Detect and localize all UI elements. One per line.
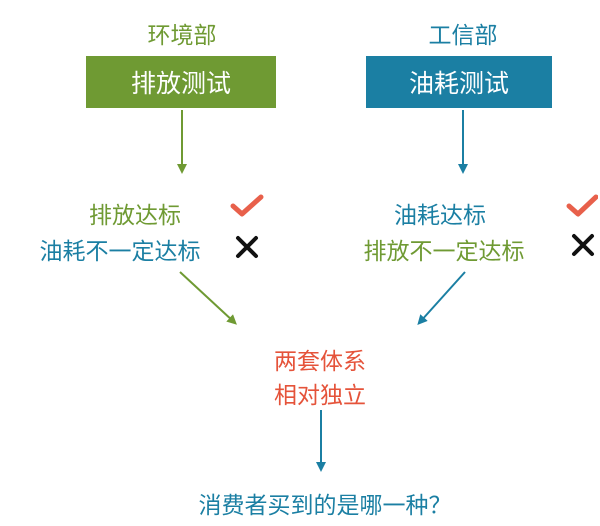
- fuel-test-box: 油耗测试: [366, 56, 552, 108]
- left-result-line2: 油耗不一定达标: [39, 239, 201, 265]
- cross-icon: [572, 234, 594, 256]
- check-icon: [230, 194, 264, 217]
- ministry-env-label: 环境部: [147, 23, 217, 49]
- fuel-test-label: 油耗测试: [408, 69, 509, 98]
- arrow-right-to-center: [417, 271, 466, 325]
- ministry-miit-label: 工信部: [428, 23, 498, 49]
- emission-test-box: 排放测试: [86, 56, 276, 108]
- emission-test-label: 排放测试: [130, 69, 231, 98]
- right-result-line1: 油耗达标: [394, 203, 486, 229]
- right-result-line2: 排放不一定达标: [363, 239, 525, 265]
- center-line1: 两套体系: [274, 349, 366, 375]
- check-icon: [566, 194, 598, 217]
- left-result-line1: 排放达标: [89, 203, 181, 229]
- arrow-left-to-center: [179, 271, 237, 325]
- cross-icon: [236, 236, 258, 258]
- center-line2: 相对独立: [274, 383, 366, 409]
- consumer-question: 消费者买到的是哪一种？: [198, 493, 452, 519]
